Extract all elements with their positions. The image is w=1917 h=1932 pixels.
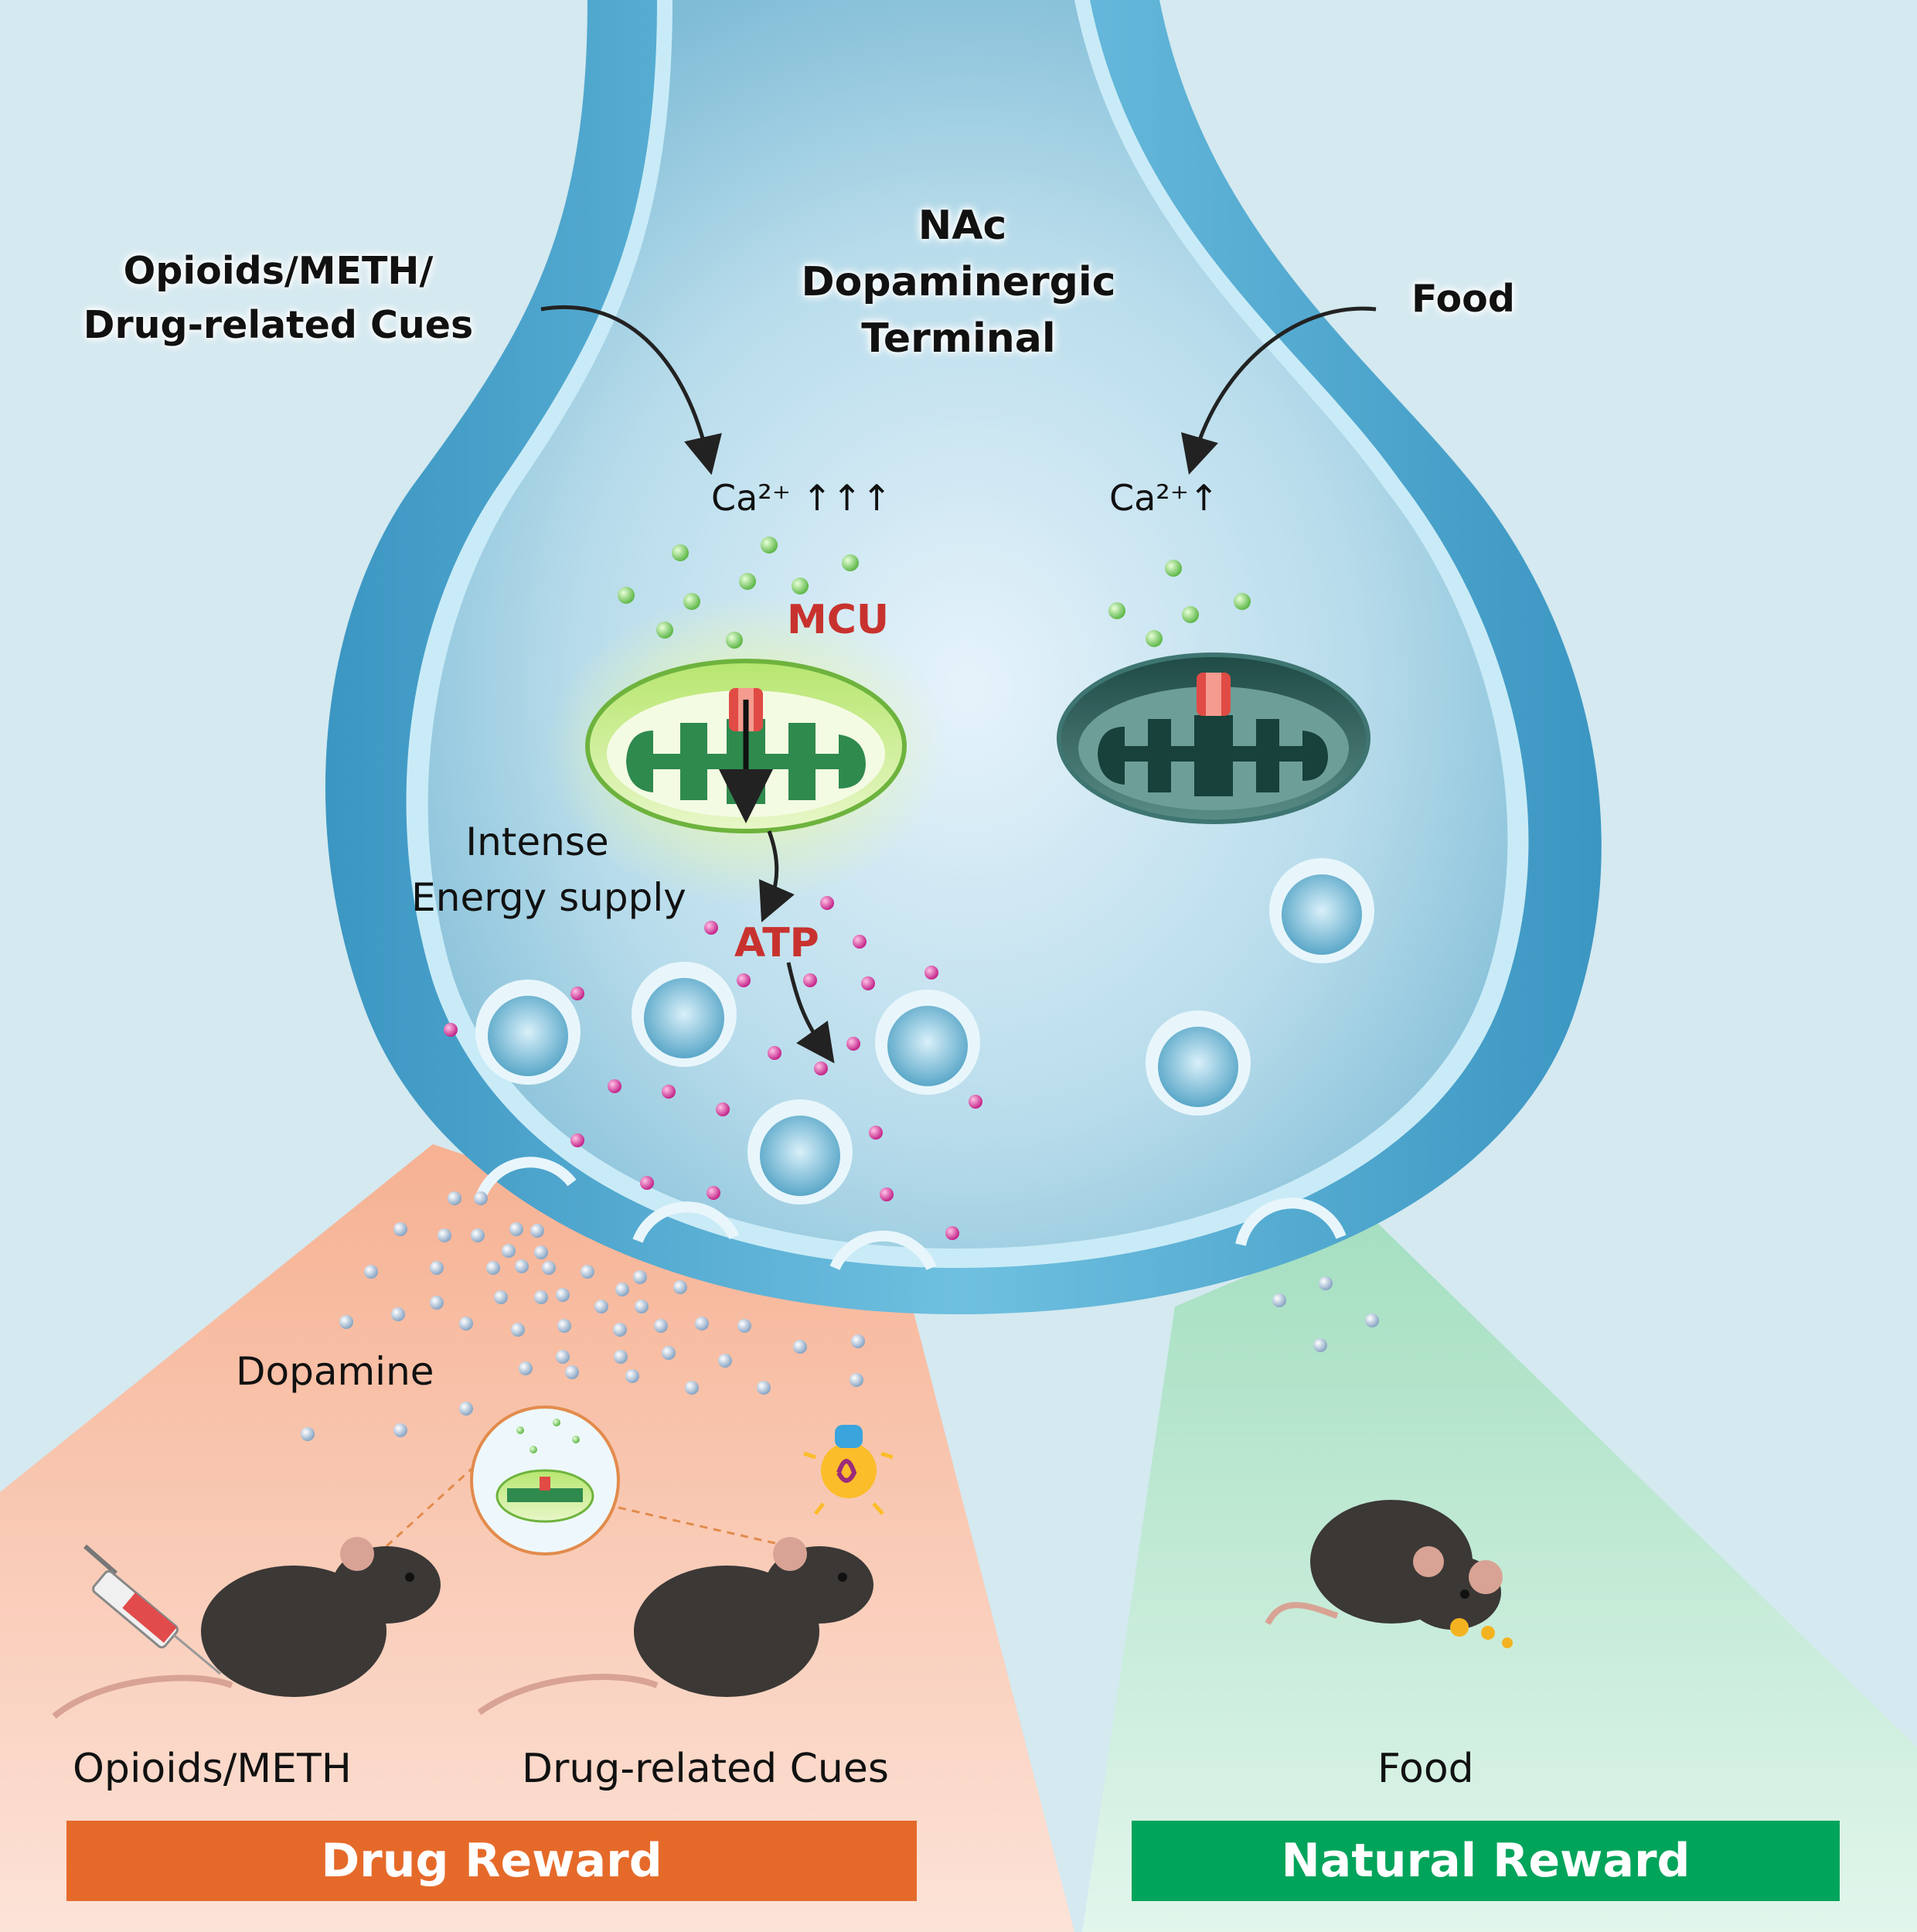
terminal-cytoplasm xyxy=(427,0,1508,1249)
terminal-label-line-3: Terminal xyxy=(861,315,1056,362)
zoom-inset xyxy=(385,1406,789,1555)
mouse-drug-2 xyxy=(477,1537,873,1716)
stimulus-cues-label: Drug-related Cues xyxy=(522,1746,889,1792)
calcium-ions xyxy=(618,537,1251,649)
atp-label: ATP xyxy=(734,920,819,966)
natural-reward-banner-bg xyxy=(1132,1821,1840,1901)
calcium-low-label: Ca²⁺↑ xyxy=(1109,477,1219,519)
drug-reward-banner: Drug Reward xyxy=(321,1834,662,1888)
dopamine-molecules xyxy=(301,1191,1379,1441)
calcium-high-label: Ca²⁺ ↑↑↑ xyxy=(711,477,892,519)
food-input-label: Food xyxy=(1411,277,1515,321)
stimulus-opioids-label: Opioids/METH xyxy=(73,1746,352,1792)
energy-arrow xyxy=(758,830,795,922)
drug-input-arrow xyxy=(540,305,722,475)
mitochondrion-active xyxy=(585,659,907,833)
terminal-label-line-2: Dopaminergic xyxy=(801,259,1116,305)
stimulus-food-label: Food xyxy=(1377,1746,1474,1792)
mouse-eating xyxy=(1265,1500,1513,1648)
atp-molecules xyxy=(444,896,982,1240)
drug-input-label-line-1: Opioids/METH/ xyxy=(123,249,434,293)
mouse-drug-1 xyxy=(52,1537,441,1719)
syringe-icon xyxy=(83,1544,221,1675)
food-input-arrow xyxy=(1181,306,1377,475)
atp-arrow xyxy=(786,962,835,1064)
natural-reward-banner: Natural Reward xyxy=(1281,1834,1691,1888)
synaptic-vesicles xyxy=(474,858,1374,1270)
mitochondrion-resting xyxy=(1057,653,1371,824)
energy-label-line-1: Intense xyxy=(465,819,609,864)
drug-input-label-line-2: Drug-related Cues xyxy=(83,303,474,347)
dopamine-label: Dopamine xyxy=(236,1349,434,1394)
drug-reward-banner-bg xyxy=(66,1821,917,1901)
terminal-label-line-1: NAc xyxy=(918,203,1007,249)
mcu-label: MCU xyxy=(787,597,890,643)
energy-label-line-2: Energy supply xyxy=(411,875,686,920)
cue-lightbulb-icon xyxy=(803,1425,894,1515)
